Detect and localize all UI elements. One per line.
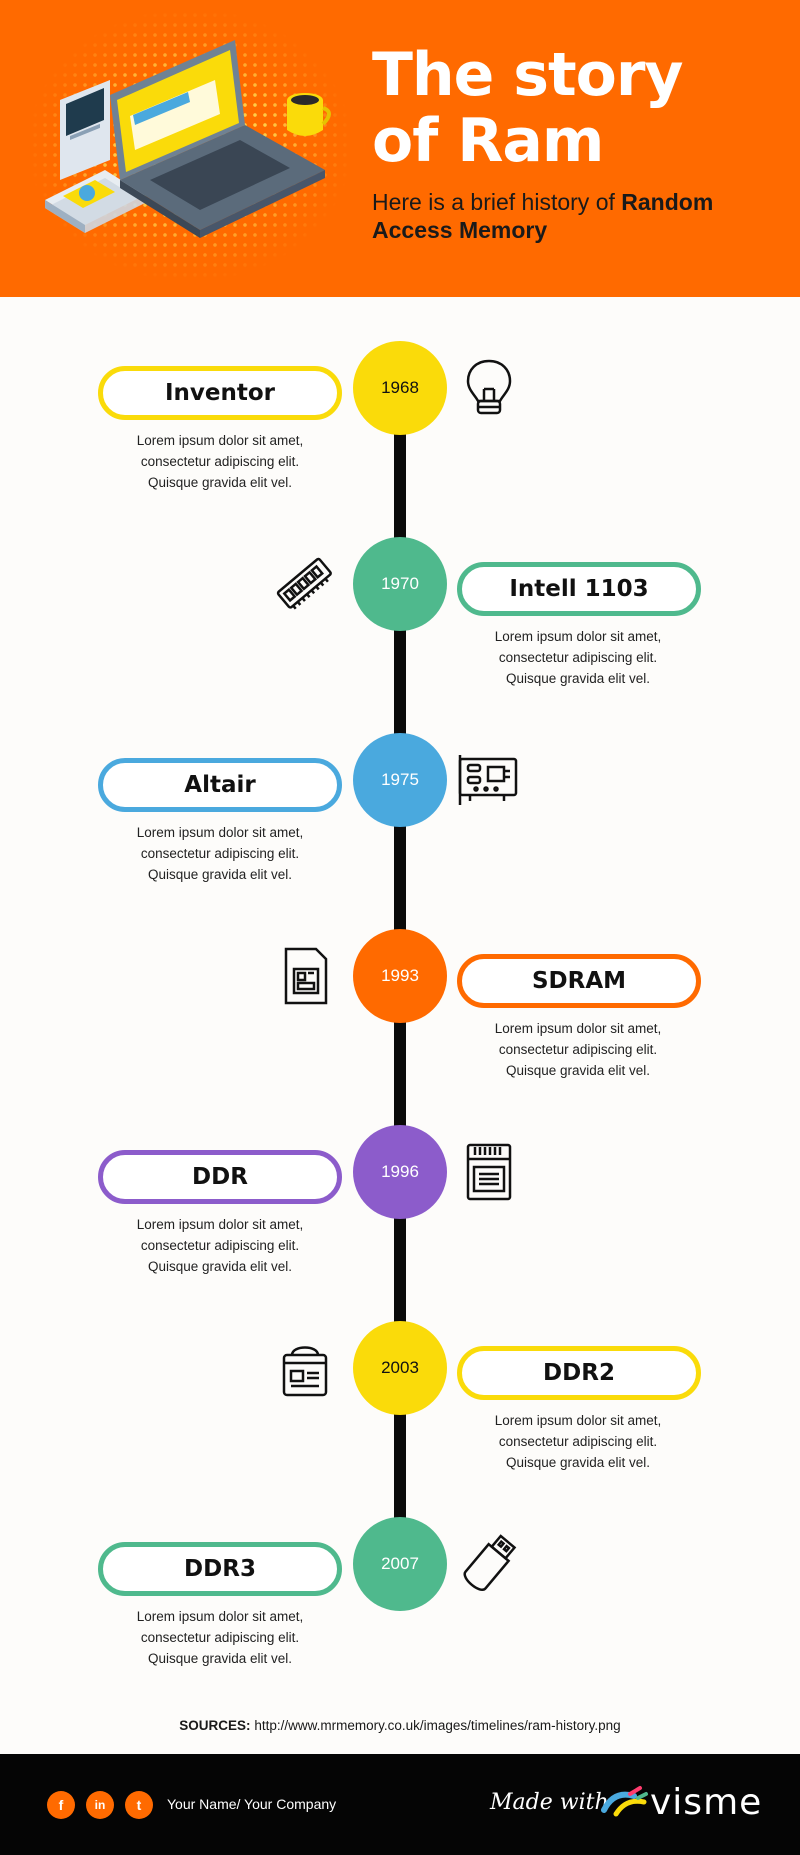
timeline-event-2007: 2007 DDR3 Lorem ipsum dolor sit amet, co… — [0, 1517, 800, 1687]
visme-logo-icon[interactable] — [600, 1784, 650, 1824]
lock-card-icon — [282, 1346, 328, 1397]
event-description: Lorem ipsum dolor sit amet, consectetur … — [494, 629, 662, 686]
header-banner: The story of Ram Here is a brief history… — [0, 0, 800, 297]
sd-card-icon — [284, 947, 328, 1005]
page-title: The story of Ram — [372, 40, 684, 176]
event-title-pill: SDRAM — [457, 954, 701, 1008]
year-circle: 1970 — [353, 537, 447, 631]
sources-url[interactable]: http://www.mrmemory.co.uk/images/timelin… — [254, 1718, 621, 1733]
timeline-event-1970: 1970 Intell 1103 Lorem ipsum dolor sit a… — [0, 537, 800, 707]
circuit-board-icon — [458, 755, 518, 805]
event-description: Lorem ipsum dolor sit amet, consectetur … — [136, 433, 304, 490]
event-title-pill: Altair — [98, 758, 342, 812]
sources-label: SOURCES: — [179, 1718, 251, 1733]
timeline-event-1975: 1975 Altair Lorem ipsum dolor sit amet, … — [0, 733, 800, 903]
laptop-illustration-icon — [45, 40, 331, 238]
sources-line: SOURCES: http://www.mrmemory.co.uk/image… — [0, 1718, 800, 1733]
year-circle: 1968 — [353, 341, 447, 435]
footer-bar: f in t Your Name/ Your Company Made with… — [0, 1754, 800, 1855]
event-title-pill: Intell 1103 — [457, 562, 701, 616]
facebook-icon[interactable]: f — [47, 1791, 75, 1819]
year-circle: 2007 — [353, 1517, 447, 1611]
linkedin-icon[interactable]: in — [86, 1791, 114, 1819]
year-circle: 1993 — [353, 929, 447, 1023]
event-description: Lorem ipsum dolor sit amet, consectetur … — [136, 1217, 304, 1274]
lightbulb-icon — [466, 359, 512, 415]
event-description: Lorem ipsum dolor sit amet, consectetur … — [494, 1021, 662, 1078]
year-circle: 1996 — [353, 1125, 447, 1219]
your-name-text: Your Name/ Your Company — [167, 1796, 337, 1812]
usb-stick-icon — [463, 1534, 517, 1591]
timeline-event-1968: 1968 Inventor Lorem ipsum dolor sit amet… — [0, 341, 800, 511]
year-circle: 1975 — [353, 733, 447, 827]
year-circle: 2003 — [353, 1321, 447, 1415]
ram-stick-icon — [276, 557, 332, 610]
event-description: Lorem ipsum dolor sit amet, consectetur … — [136, 1609, 304, 1666]
event-title-pill: DDR2 — [457, 1346, 701, 1400]
event-description: Lorem ipsum dolor sit amet, consectetur … — [136, 825, 304, 882]
timeline-event-2003: 2003 DDR2 Lorem ipsum dolor sit amet, co… — [0, 1321, 800, 1491]
event-title-pill: DDR3 — [98, 1542, 342, 1596]
visme-brand[interactable]: visme — [650, 1782, 763, 1823]
event-title-pill: DDR — [98, 1150, 342, 1204]
page-subtitle: Here is a brief history of Random Access… — [372, 189, 714, 243]
event-title-pill: Inventor — [98, 366, 342, 420]
made-with-text: Made with — [490, 1790, 609, 1815]
twitter-icon[interactable]: t — [125, 1791, 153, 1819]
memory-card-icon — [466, 1143, 512, 1201]
event-description: Lorem ipsum dolor sit amet, consectetur … — [494, 1413, 662, 1470]
timeline-event-1993: 1993 SDRAM Lorem ipsum dolor sit amet, c… — [0, 929, 800, 1099]
timeline-event-1996: 1996 DDR Lorem ipsum dolor sit amet, con… — [0, 1125, 800, 1295]
